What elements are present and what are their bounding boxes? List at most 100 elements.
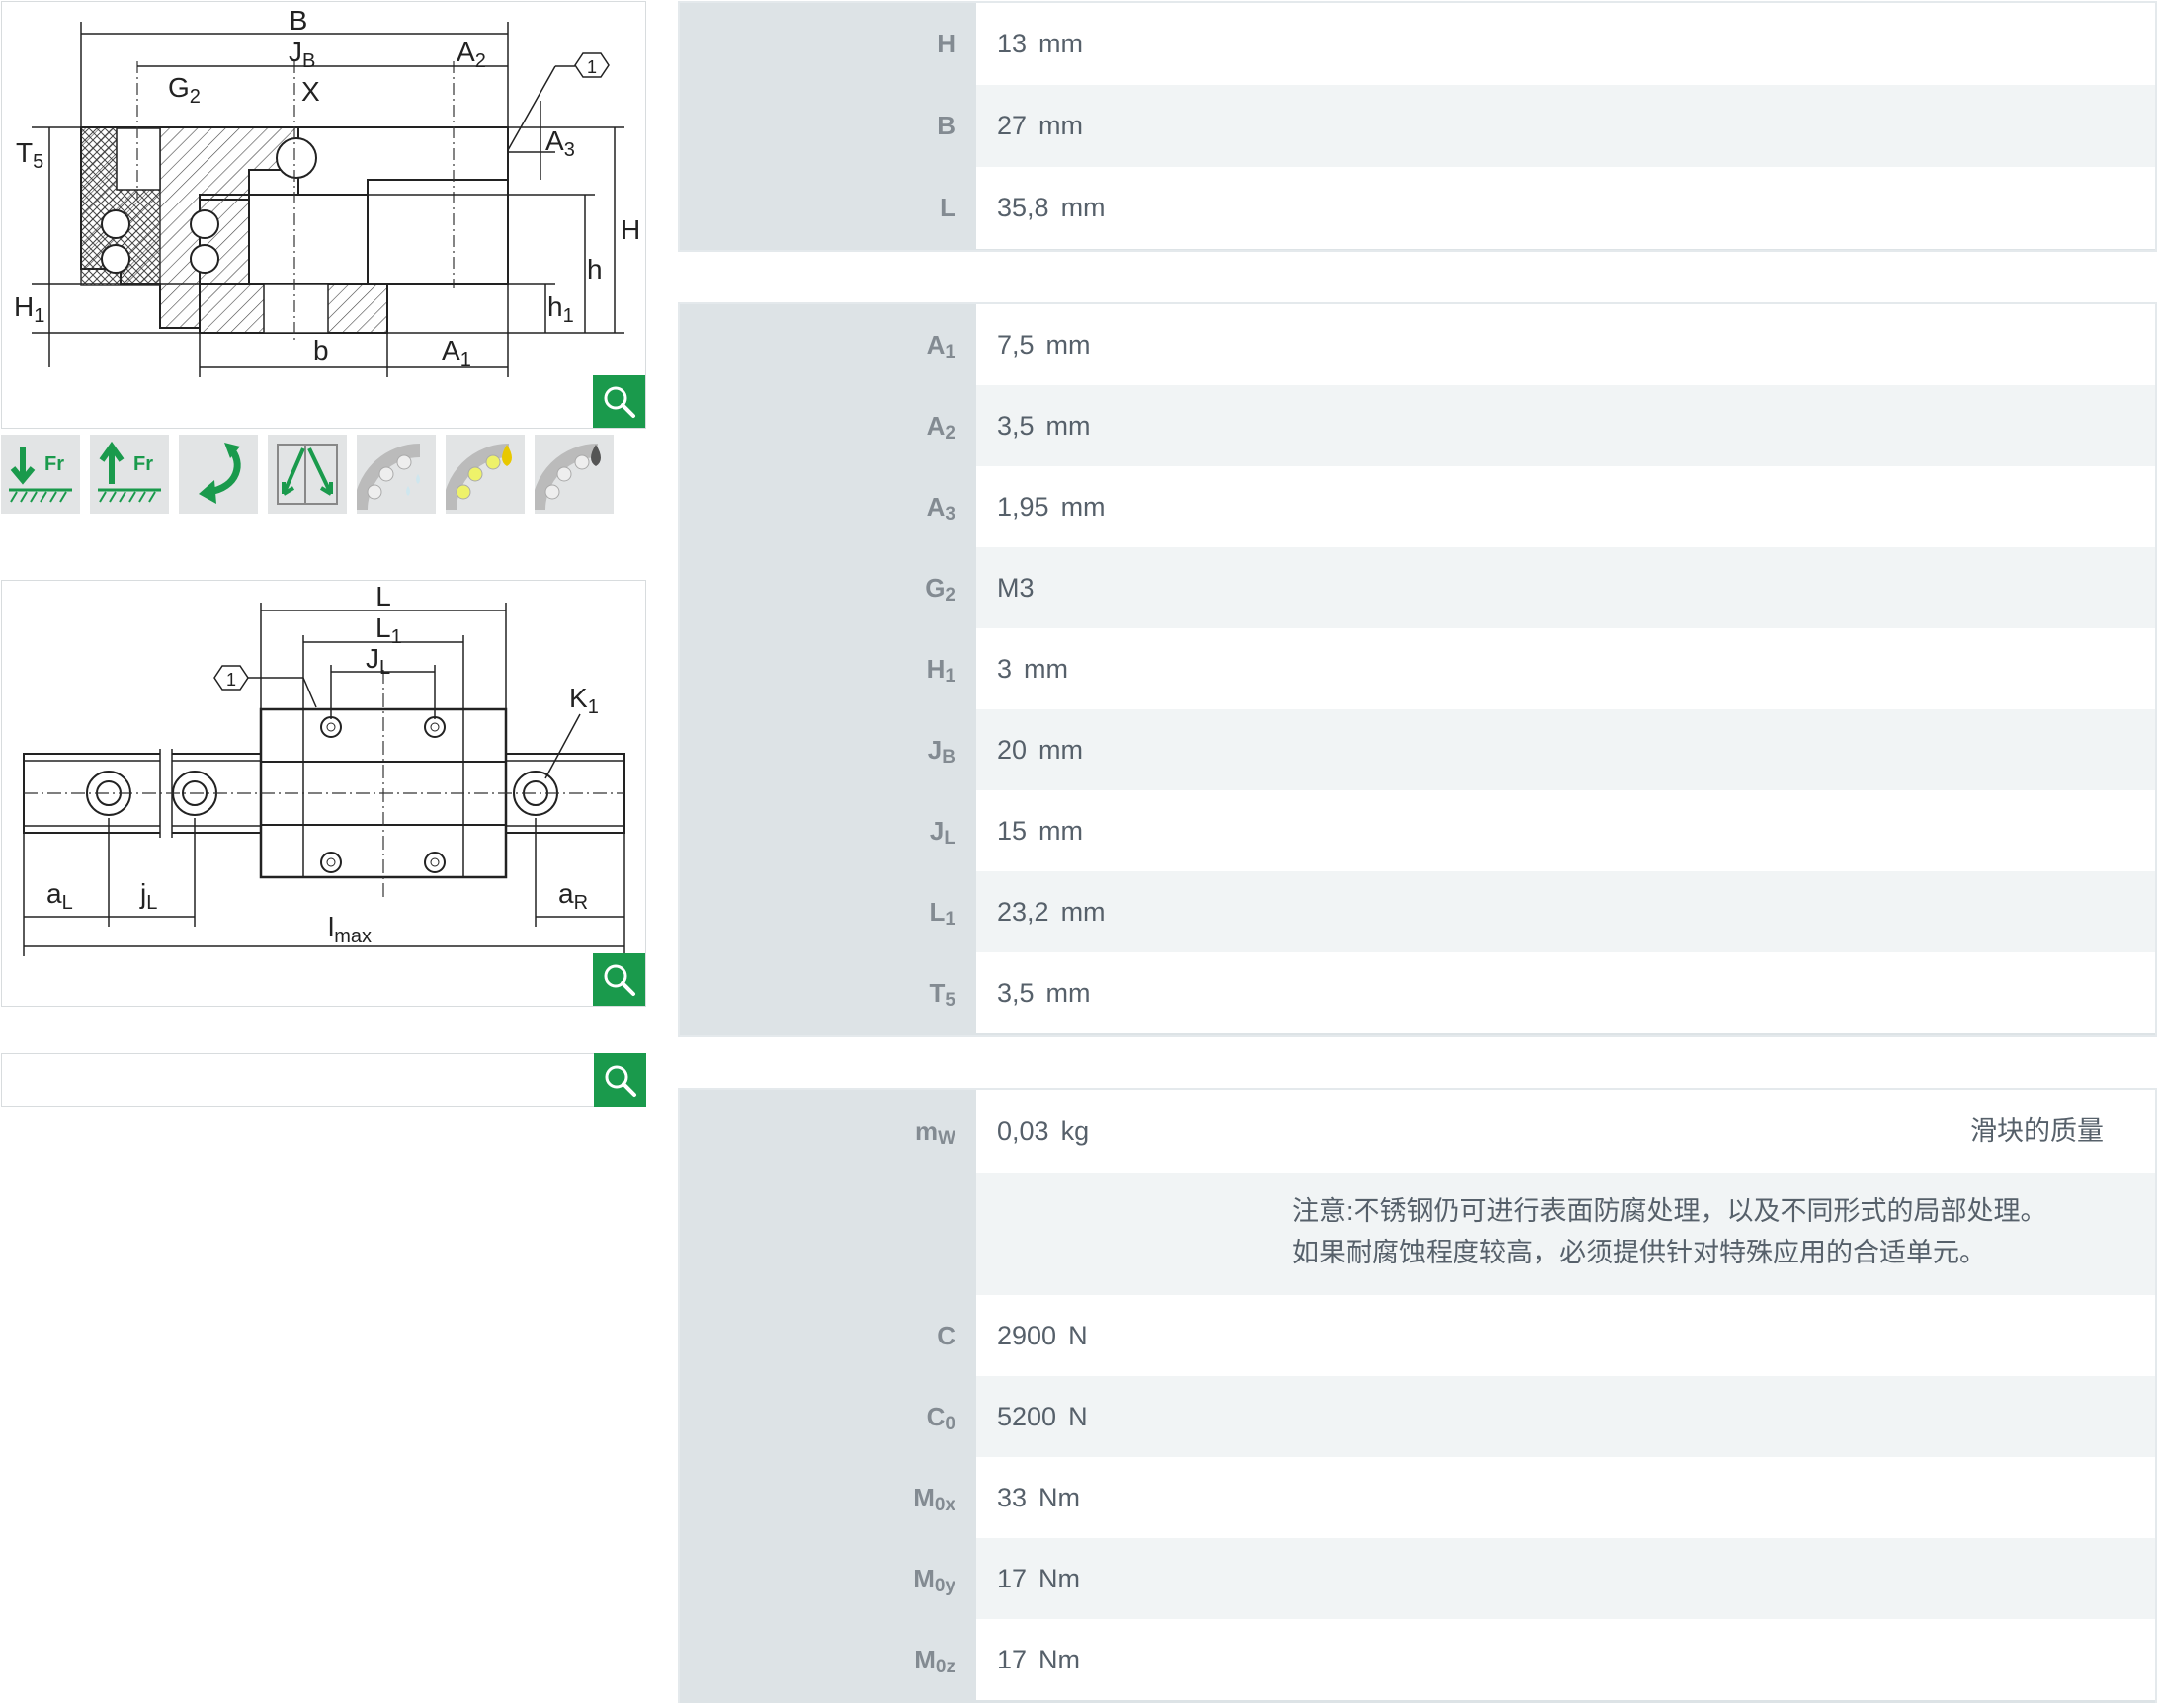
param-unit: Nm [1038,1645,1081,1674]
dim-X: X [301,76,320,107]
load-up-icon[interactable]: Fr [90,435,169,514]
dim-A2: A2 [457,37,486,72]
zoom-button[interactable] [593,953,645,1006]
param-symbol-main: C [937,1321,955,1350]
param-unit: mm [1060,897,1106,927]
property-icons: Fr Fr [1,435,614,514]
param-symbol-main: J [927,735,943,765]
param-value: 2900 [997,1321,1057,1350]
dim-h1: h1 [547,291,574,327]
param-value: 15 [997,816,1028,846]
param-value: 17 [997,1564,1028,1593]
cross-section-svg: 1 B JB A2 G2 X A3 T5 H h h1 H1 b A1 [14,5,640,377]
param-symbol-main: A [926,330,946,360]
table-row: H1 3 mm [680,628,2155,709]
zoom-button[interactable] [593,375,645,428]
dim-h: h [587,254,603,285]
param-symbol: M0y [680,1538,976,1619]
dim-K1: K1 [569,683,599,718]
param-value: 3 [997,654,1013,684]
oil-yellow-bearing-icon[interactable] [443,435,525,514]
param-symbol-sub: 0z [935,1657,955,1677]
ball [101,209,130,239]
param-symbol-main: A [926,492,946,522]
param-symbol-main: J [929,816,945,846]
param-value: M3 [997,573,1035,603]
param-symbol-sub: 2 [945,585,955,606]
dim-L: L [375,581,391,611]
param-unit: mm [1060,193,1106,222]
param-unit: mm [1038,735,1084,765]
param-symbol-sub: 0y [934,1576,955,1596]
callout-label: 1 [226,670,236,690]
param-unit: mm [1045,978,1091,1008]
param-symbol: M0z [680,1619,976,1700]
dim-A3: A3 [545,125,575,161]
param-symbol-main: L [929,897,946,927]
table-row: G2 M3 [680,547,2155,628]
param-value: 1,95 [997,492,1049,522]
param-unit: mm [1038,29,1084,58]
misalignment-icon[interactable] [268,435,347,514]
cross-section-drawing: 1 B JB A2 G2 X A3 T5 H h h1 H1 b A1 [1,1,646,429]
oil-dark-bearing-icon[interactable] [532,435,614,514]
param-symbol-main: G [925,573,946,603]
param-symbol: JB [680,709,976,790]
param-symbol-main: C [926,1402,946,1431]
param-value-cell: 33 Nm [976,1457,2155,1538]
param-symbol-sub: 0x [934,1495,955,1515]
water-bearing-icon[interactable] [354,435,436,514]
param-symbol: H1 [680,628,976,709]
param-value-cell: 3,5 mm [976,952,2155,1033]
param-value: 3,5 [997,978,1035,1008]
param-unit: mm [1045,411,1091,441]
ball [190,244,219,274]
zoom-button[interactable] [594,1053,646,1107]
param-symbol: mW [680,1090,976,1173]
ball [101,244,130,274]
param-symbol-main: M [914,1645,936,1674]
callout-marker [574,52,610,78]
load-down-icon[interactable]: Fr [1,435,80,514]
param-value: 7,5 [997,330,1035,360]
fr-label: Fr [44,453,64,475]
magnifier-icon [604,964,635,996]
fr-label: Fr [133,453,153,475]
note-row: 注意:不锈钢仍可进行表面防腐处理，以及不同形式的局部处理。如果耐腐蚀程度较高，必… [680,1173,2155,1295]
param-value-cell: M3 [976,547,2155,628]
param-symbol: L1 [680,871,976,952]
dim-JB: JB [289,37,315,72]
dim-b: b [313,335,329,366]
note-cell: 注意:不锈钢仍可进行表面防腐处理，以及不同形式的局部处理。如果耐腐蚀程度较高，必… [976,1173,2155,1295]
param-value: 33 [997,1483,1028,1512]
param-value: 5200 [997,1402,1057,1431]
moment-icon[interactable] [179,435,258,514]
param-unit: mm [1024,654,1069,684]
param-value: 0,03 [997,1116,1049,1146]
param-symbol-sub: 1 [945,666,955,687]
param-symbol: L [680,167,976,249]
note-line: 如果耐腐蚀程度较高，必须提供针对特殊应用的合适单元。 [1292,1238,1986,1267]
param-symbol: C [680,1295,976,1376]
dim-aL: aL [46,878,73,914]
param-symbol: C0 [680,1376,976,1457]
param-symbol-sub: 3 [945,504,955,525]
param-unit: mm [1045,330,1091,360]
param-unit: mm [1038,111,1084,140]
param-unit: Nm [1038,1483,1081,1512]
param-symbol-sub: 1 [945,909,955,930]
dim-H1: H1 [14,291,44,327]
